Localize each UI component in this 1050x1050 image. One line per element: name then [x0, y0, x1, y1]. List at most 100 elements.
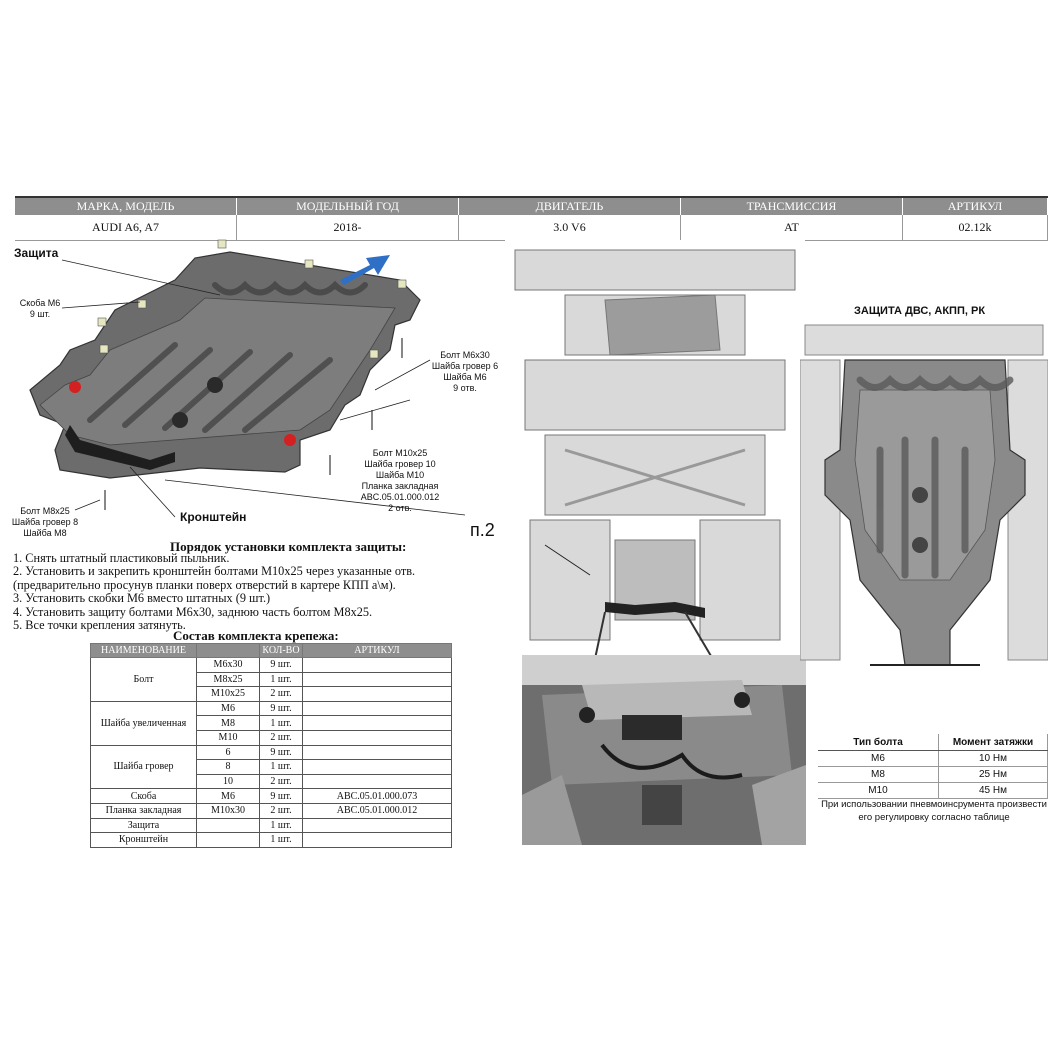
kit-item-article	[302, 729, 452, 746]
instructions-title: Порядок установки комплекта защиты:	[170, 539, 407, 554]
label-bolt-m6: Болт М6х30 Шайба гровер 6 Шайба М6 9 отв…	[425, 350, 505, 394]
header-col-article: АРТИКУЛ	[903, 198, 1048, 215]
torque-type: М6	[818, 750, 939, 767]
bracket-location-shape	[605, 602, 705, 618]
header-val-year: 2018-	[237, 215, 459, 240]
kit-item-article	[302, 700, 452, 717]
torque-row: М6 10 Нм	[818, 750, 1048, 767]
label-engine-protection: ЗАЩИТА ДВС, АКПП, РК	[854, 305, 986, 317]
instruction-step: 2. Установить и закрепить кронштейн болт…	[13, 564, 416, 579]
label-bolt-m10-l2: Шайба гровер 10	[364, 459, 436, 469]
label-bolt-m6-l4: 9 отв.	[453, 383, 477, 393]
label-bolt-m10-l5: ABC.05.01.000.012	[360, 492, 440, 502]
kit-item-qty: 1 шт.	[259, 832, 303, 848]
kit-item-article	[302, 832, 452, 848]
label-p2: п.2	[470, 520, 495, 540]
label-bolt-m10: Болт М10х25 Шайба гровер 10 Шайба М10 Пл…	[350, 448, 450, 514]
kit-header-article: АРТИКУЛ	[302, 643, 452, 658]
kit-item-article	[302, 773, 452, 790]
kit-item-size: М10х25	[196, 686, 260, 702]
kit-item-article	[302, 686, 452, 702]
label-bolt-m6-l2: Шайба гровер 6	[431, 361, 499, 371]
label-bolt-m10-l6: 2 отв.	[388, 503, 412, 513]
kit-item-qty: 1 шт.	[259, 759, 303, 775]
torque-value: 45 Нм	[938, 782, 1048, 799]
kit-item-name: Болт	[90, 657, 197, 702]
torque-type: М10	[818, 782, 939, 799]
kit-item-name: Шайба гровер	[90, 744, 197, 790]
header-col-transmission: ТРАНСМИССИЯ	[681, 198, 903, 215]
kit-item-name: Шайба увеличенная	[90, 700, 197, 746]
label-bolt-m8-l1: Болт М8х25	[20, 506, 70, 516]
label-clip-line2: 9 шт.	[29, 309, 51, 319]
kit-item-qty: 2 шт.	[259, 802, 303, 819]
kit-item-qty: 9 шт.	[259, 700, 303, 717]
engine-protection-drawing	[800, 324, 1048, 666]
instruction-step: 5. Все точки крепления затянуть.	[13, 618, 186, 633]
header-columns-row: МАРКА, МОДЕЛЬ МОДЕЛЬНЫЙ ГОД ДВИГАТЕЛЬ ТР…	[15, 196, 1048, 215]
label-bolt-m8-l3: Шайба М8	[23, 528, 67, 538]
kit-item-qty: 2 шт.	[259, 773, 303, 790]
kit-item-qty: 1 шт.	[259, 715, 303, 731]
kit-item-size: 6	[196, 744, 260, 761]
instructions-list: 1. Снять штатный пластиковый пыльник. 2.…	[13, 551, 416, 633]
label-bolt-m6-l1: Болт М6х30	[440, 350, 490, 360]
kit-item-size: М8х25	[196, 671, 260, 688]
label-bolt-m8-l2: Шайба гровер 8	[11, 517, 79, 527]
label-protection: Защита	[14, 246, 59, 260]
kit-item-name: Скоба	[90, 788, 197, 804]
label-bolt-m8: Болт М8х25 Шайба гровер 8 Шайба М8	[5, 506, 85, 539]
kit-item-size: М6	[196, 788, 260, 804]
kit-item-qty: 2 шт.	[259, 729, 303, 746]
kit-item-article	[302, 744, 452, 761]
kit-item-qty: 9 шт.	[259, 657, 303, 673]
kit-item-article	[302, 817, 452, 834]
bracket-shape	[65, 425, 175, 470]
kit-item-qty: 2 шт.	[259, 686, 303, 702]
label-bolt-m10-l3: Шайба М10	[375, 470, 425, 480]
install-photo	[522, 655, 806, 845]
kit-item-qty: 9 шт.	[259, 744, 303, 761]
kit-item-size: М10х30	[196, 802, 260, 819]
kit-item-size: М6х30	[196, 657, 260, 673]
kit-item-article: ABC.05.01.000.073	[302, 788, 452, 804]
kit-header-size	[196, 643, 260, 658]
chassis-drawing	[505, 240, 805, 660]
kit-item-article	[302, 657, 452, 673]
header-val-article: 02.12k	[903, 215, 1048, 240]
kit-item-article	[302, 715, 452, 731]
torque-header-moment: Момент затяжки	[938, 734, 1048, 751]
torque-type: М8	[818, 766, 939, 783]
kit-item-size	[196, 832, 260, 848]
torque-note: При использовании пневмоинсрумента произ…	[821, 799, 1047, 823]
label-bolt-m6-l3: Шайба М6	[443, 372, 487, 382]
header-col-year: МОДЕЛЬНЫЙ ГОД	[237, 198, 459, 215]
torque-row: М10 45 Нм	[818, 782, 1048, 799]
label-clip-line1: Скоба М6	[19, 298, 61, 308]
torque-value: 10 Нм	[938, 750, 1048, 767]
kit-header-name: НАИМЕНОВАНИЕ	[90, 643, 197, 658]
kit-item-size	[196, 817, 260, 834]
kit-header-qty: КОЛ-ВО	[259, 643, 303, 658]
kit-item-size: 8	[196, 759, 260, 775]
kit-item-size: М6	[196, 700, 260, 717]
kit-row: Кронштейн 1 шт.	[90, 832, 452, 848]
kit-item-qty: 1 шт.	[259, 671, 303, 688]
instruction-step: (предварительно просунув планки поверх о…	[13, 577, 396, 592]
kit-item-article	[302, 759, 452, 775]
torque-header-type: Тип болта	[818, 734, 939, 751]
header-val-model: AUDI A6, A7	[15, 215, 237, 240]
kit-item-name: Планка закладная	[90, 802, 197, 819]
label-clip: Скоба М6 9 шт.	[10, 298, 70, 320]
kit-item-name: Кронштейн	[90, 832, 197, 848]
